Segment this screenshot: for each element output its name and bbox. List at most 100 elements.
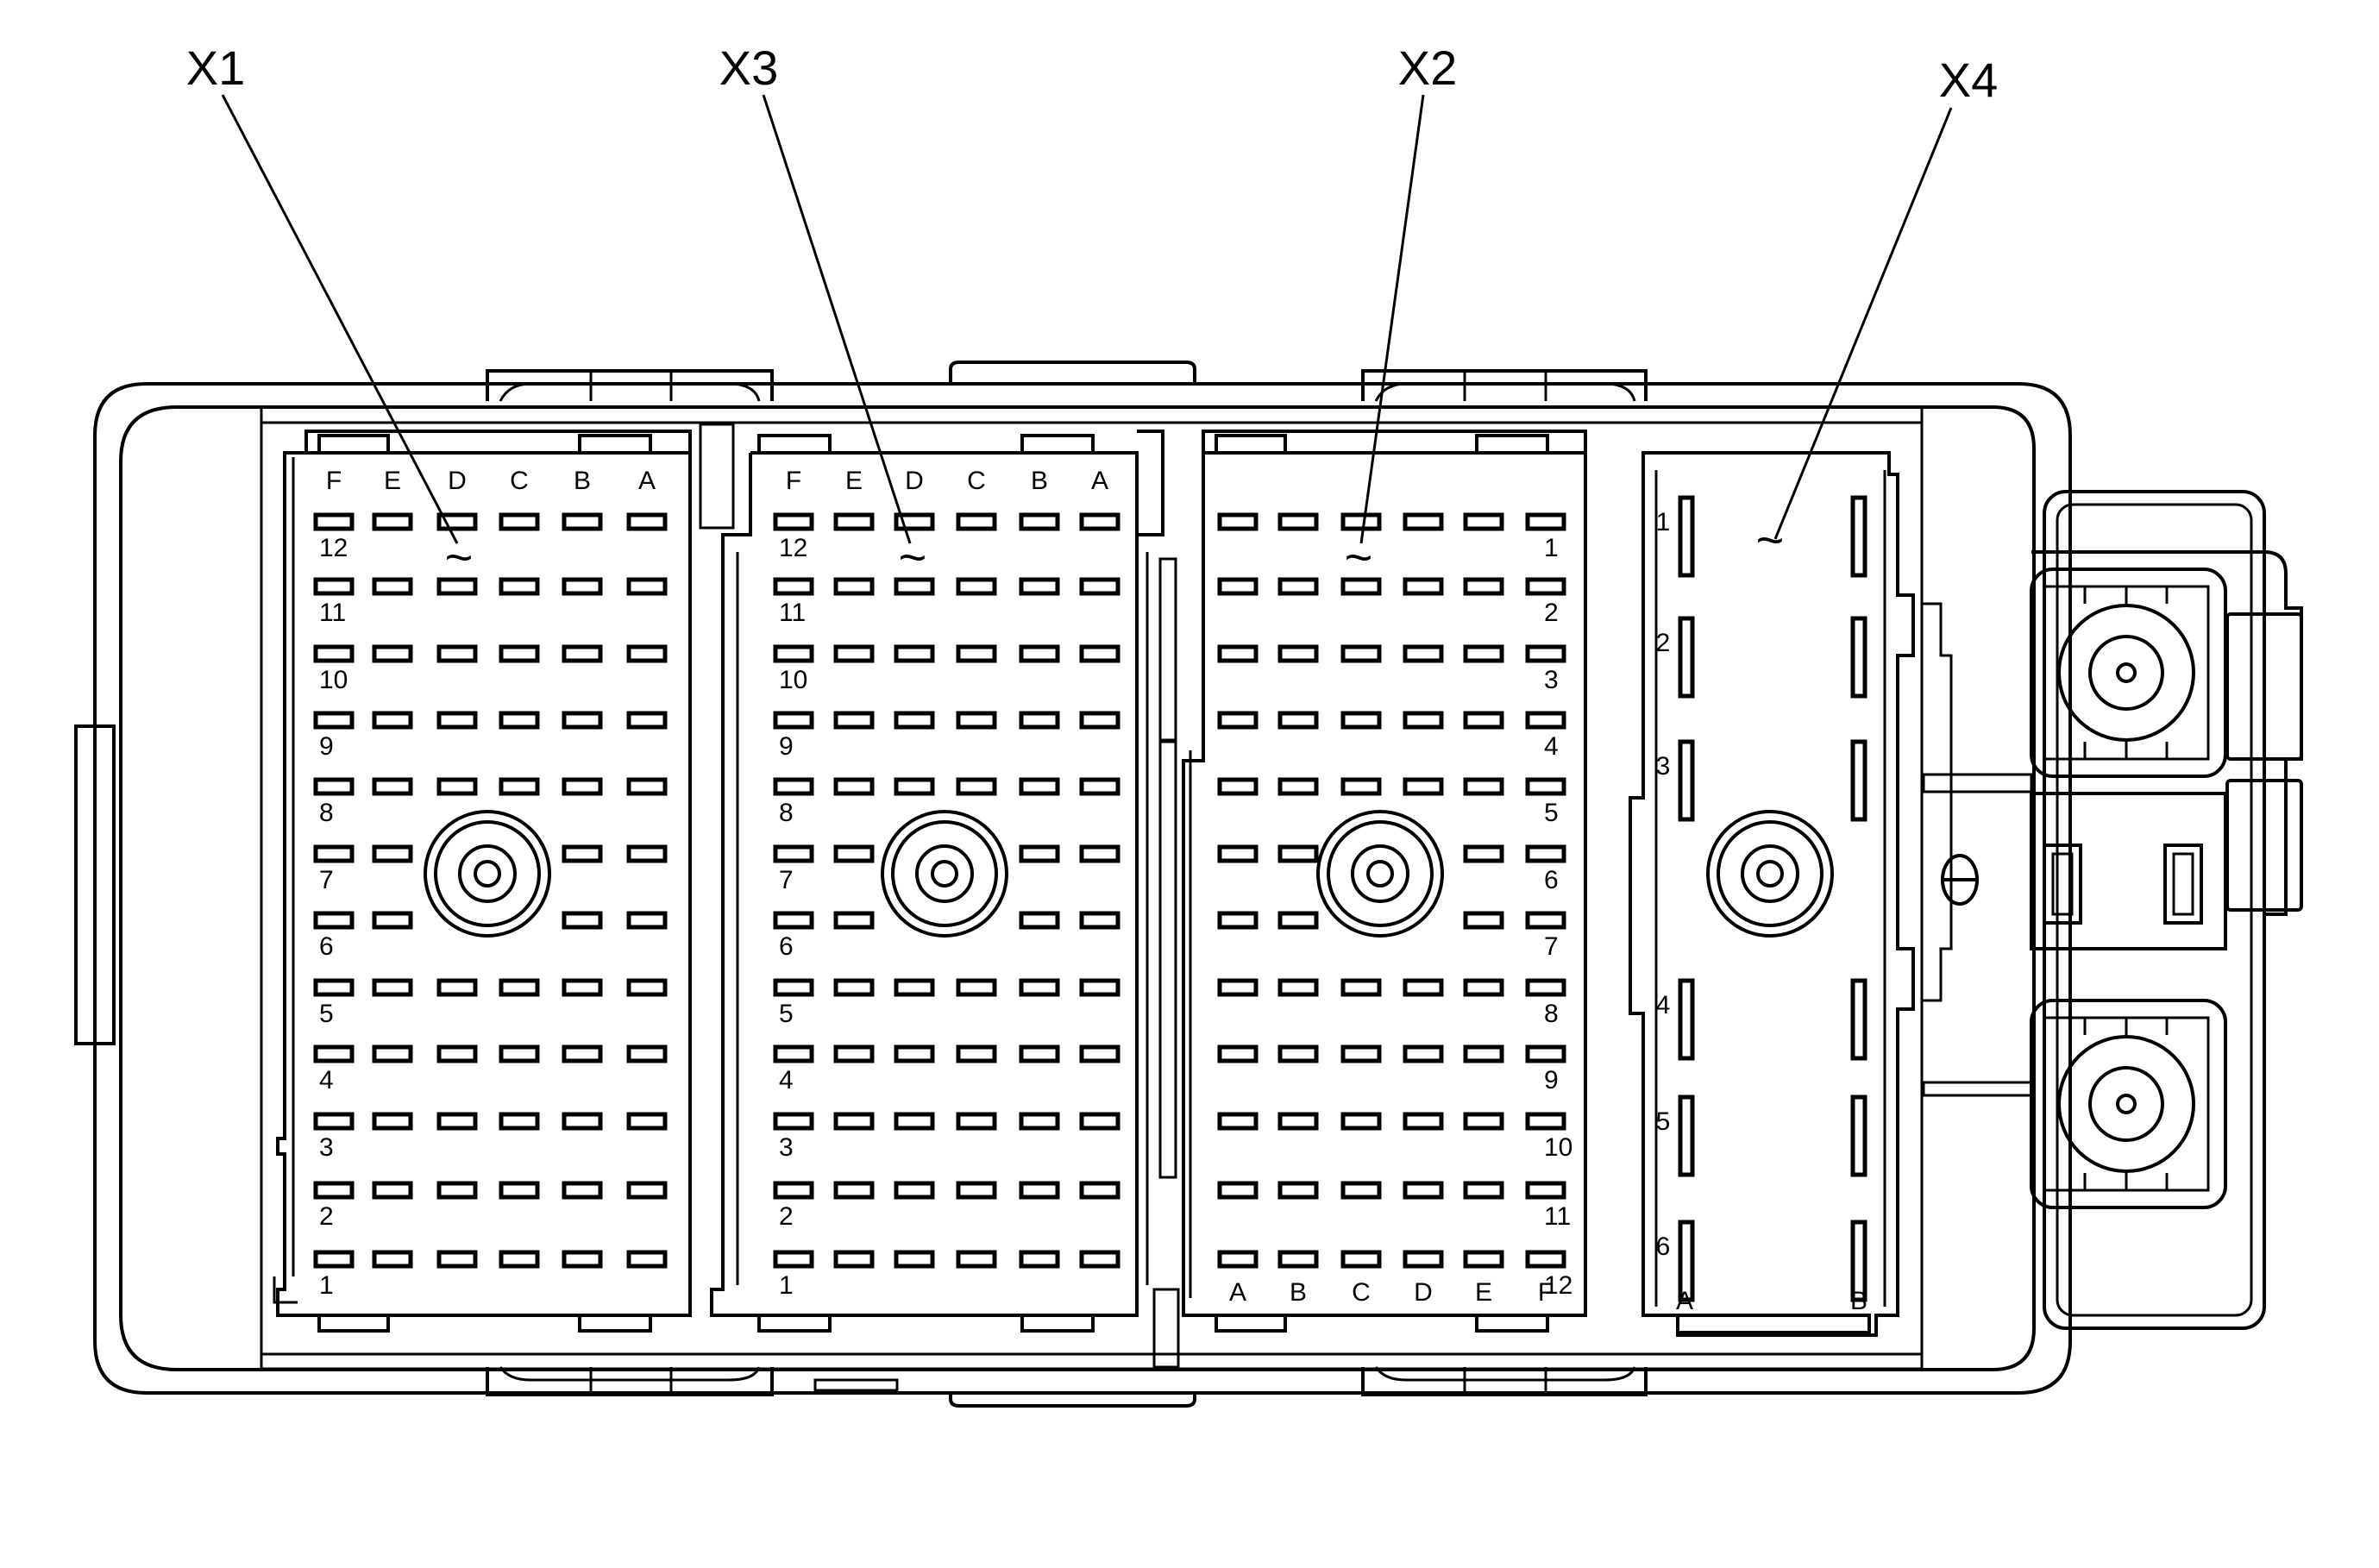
connector-x3-pin — [773, 777, 814, 796]
connector-x2-pin — [1217, 1250, 1259, 1269]
connector-x3-pin — [1019, 777, 1060, 796]
connector-x2-latch-tab — [1475, 1314, 1549, 1333]
connector-x1-pin — [372, 911, 413, 930]
connector-x2-pin — [1340, 1112, 1382, 1131]
connector-x3-pin — [773, 512, 814, 531]
connector-x3-pin — [773, 844, 814, 863]
connector-x2-pin — [1463, 711, 1504, 730]
connector-x2-pin — [1277, 711, 1319, 730]
connector-x3-pin — [894, 1112, 935, 1131]
connector-x2-pin — [1525, 844, 1566, 863]
connector-x3-pin — [1019, 1112, 1060, 1131]
connector-x1-column-label: F — [326, 467, 342, 495]
connector-x2-row-label: 4 — [1544, 732, 1559, 761]
connector-x3-row-label: 6 — [779, 932, 794, 961]
connector-x4-pin — [1850, 495, 1867, 578]
connector-x1-pin — [626, 1181, 668, 1200]
connector-x4-body — [1629, 451, 1915, 1337]
connector-x2-pin — [1463, 844, 1504, 863]
connector-x2-pin — [1277, 577, 1319, 596]
connector-x1-pin — [499, 1181, 540, 1200]
connector-x3-boss-ring — [891, 820, 998, 927]
connector-x3-pin — [894, 577, 935, 596]
connector-x3-pin — [956, 1181, 997, 1200]
connector-x3-latch-tab — [1020, 1314, 1095, 1333]
connector-x1-pin — [626, 644, 668, 663]
connector-x1-pin — [499, 1250, 540, 1269]
connector-x2-pin — [1340, 711, 1382, 730]
connector-x2-row-label: 8 — [1544, 1000, 1559, 1028]
connector-x2-row-label: 11 — [1544, 1202, 1571, 1231]
connector-x4-key-mark: ~ — [1756, 512, 1785, 567]
connector-x2-pin — [1277, 844, 1319, 863]
connector-x1-column-label: C — [510, 467, 529, 495]
connector-x3-pin — [956, 1112, 997, 1131]
connector-x2-pin — [1463, 1044, 1504, 1063]
connector-x3-inner-wall — [736, 552, 1149, 1285]
terminal-stud-upper — [2057, 604, 2195, 742]
connector-x3-column-label: C — [967, 467, 986, 495]
connector-x2-pin — [1217, 1112, 1259, 1131]
connector-x2-pin — [1525, 644, 1566, 663]
connector-x2-row-label: 5 — [1544, 799, 1559, 827]
connector-x2-pin — [1463, 777, 1504, 796]
connector-x3-row-label: 12 — [779, 534, 807, 562]
connector-x2-pin — [1217, 777, 1259, 796]
connector-x1-pin — [499, 1044, 540, 1063]
connector-x3-pin — [773, 978, 814, 997]
connector-x3-pin — [773, 1044, 814, 1063]
connector-x1-pin — [313, 577, 355, 596]
connector-x1-pin — [626, 1112, 668, 1131]
callout-x2: X2 — [1398, 41, 1458, 95]
connector-x2-pin — [1277, 777, 1319, 796]
connector-x1-pin — [562, 911, 603, 930]
connector-x4-row-label: 1 — [1656, 508, 1671, 536]
connector-x4-pin — [1678, 495, 1695, 578]
connector-x1-pin — [313, 844, 355, 863]
connector-x4-pin — [1678, 616, 1695, 699]
connector-x2-pin — [1463, 978, 1504, 997]
connector-x2-pin — [1340, 1181, 1382, 1200]
connector-x1-pin — [372, 844, 413, 863]
connector-x1-inner-wall — [273, 457, 298, 1304]
connector-x2-pin — [1403, 978, 1444, 997]
connector-x1-pin — [436, 1181, 478, 1200]
connector-x3-pin — [1079, 512, 1120, 531]
connector-x2-pin — [1463, 644, 1504, 663]
connector-x1-pin — [372, 1044, 413, 1063]
connector-x3-pin — [1079, 911, 1120, 930]
connector-x3-pin — [894, 978, 935, 997]
connector-x3-pin — [1019, 911, 1060, 930]
connector-x1-pin — [313, 1181, 355, 1200]
connector-x1-pin — [562, 1181, 603, 1200]
connector-x3-pin — [773, 911, 814, 930]
connector-x4-latch-tab — [1676, 1314, 1871, 1334]
connector-x2-pin — [1277, 1044, 1319, 1063]
connector-x1-row-label: 6 — [319, 932, 334, 961]
connector-x1-pin — [499, 644, 540, 663]
connector-x1-pin — [372, 512, 413, 531]
connector-x4-boss-inner — [1741, 844, 1799, 903]
connector-x1-pin — [562, 1044, 603, 1063]
connector-x2-pin — [1217, 577, 1259, 596]
connector-x3-pin — [894, 711, 935, 730]
connector-x3-pin — [956, 711, 997, 730]
connector-x1-pin — [626, 711, 668, 730]
connector-x2-boss-center — [1366, 860, 1394, 887]
connector-x1-pin — [562, 577, 603, 596]
connector-x3-pin — [1079, 777, 1120, 796]
connector-x1-pin — [313, 1250, 355, 1269]
connector-x4-row-label: 6 — [1656, 1232, 1671, 1261]
connector-x1-column-label: A — [638, 467, 656, 495]
connector-x4-row-label: 5 — [1656, 1107, 1671, 1136]
connector-x3-pin — [773, 1181, 814, 1200]
connector-x2-pin — [1403, 577, 1444, 596]
connector-x1-pin — [372, 1250, 413, 1269]
connector-x2-row-label: 1 — [1544, 534, 1559, 562]
connector-x1-pin — [436, 1250, 478, 1269]
connector-x2-pin — [1277, 1181, 1319, 1200]
connector-x2-pin — [1403, 711, 1444, 730]
connector-x2-pin — [1217, 978, 1259, 997]
